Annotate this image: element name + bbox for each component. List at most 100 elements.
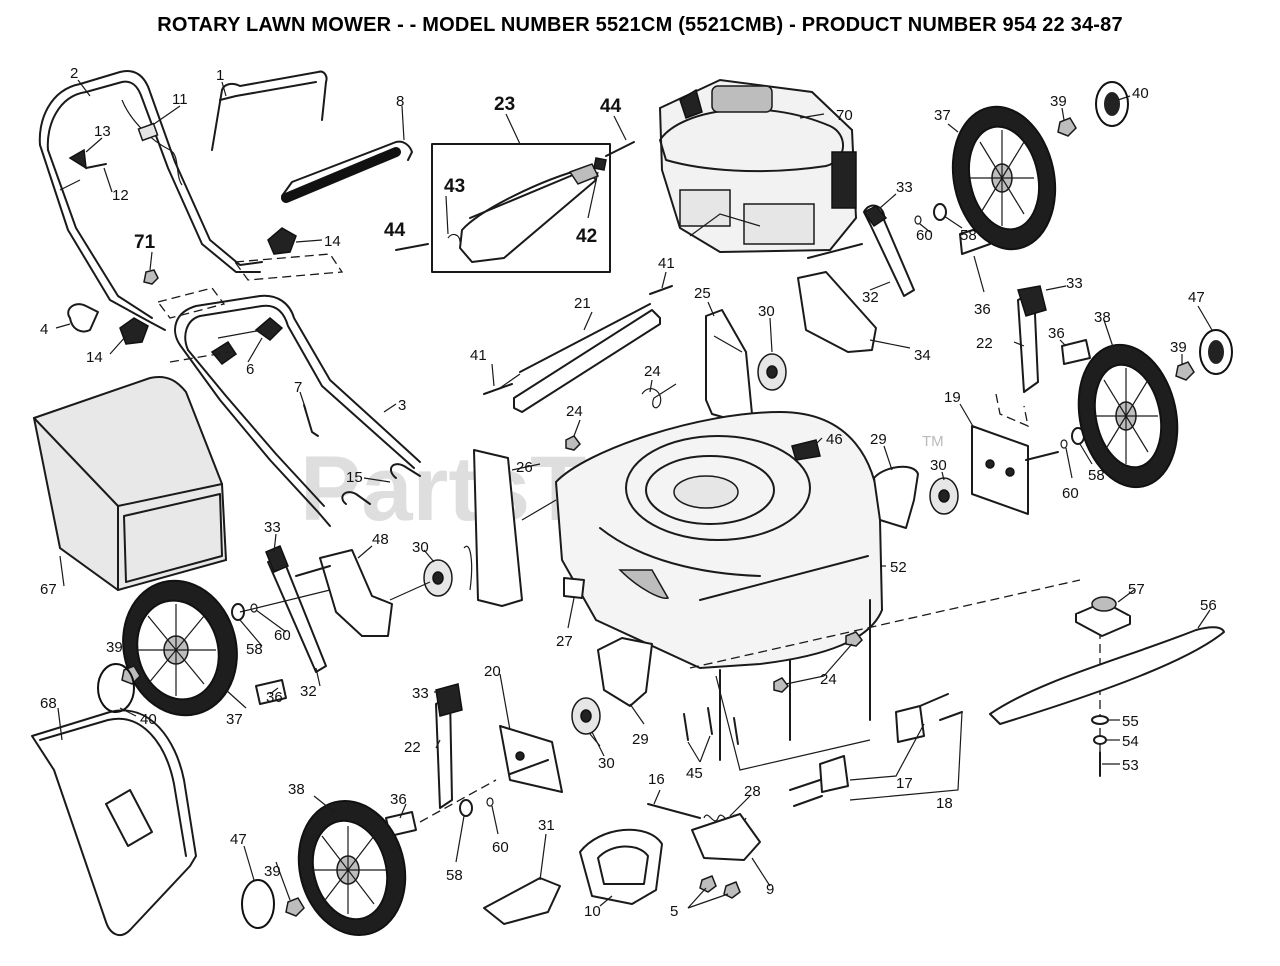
wheel-38-left[interactable]: [284, 789, 420, 947]
part-46[interactable]: [791, 439, 821, 461]
hubcap-47-left[interactable]: [241, 879, 275, 929]
bag-frame[interactable]: [31, 709, 197, 937]
knob-33-right[interactable]: [1017, 285, 1047, 317]
callout-30-front: 30: [598, 755, 615, 772]
callout-33-left: 33: [264, 519, 281, 536]
grass-bag[interactable]: [32, 376, 228, 592]
watermark-tm: TM: [922, 433, 944, 450]
wheel-37-top[interactable]: [940, 97, 1068, 259]
clip-15[interactable]: [389, 463, 421, 479]
callout-28: 28: [744, 783, 761, 800]
callout-19: 19: [944, 389, 961, 406]
callout-22-left: 22: [404, 739, 421, 756]
baffle-29-right[interactable]: [873, 465, 919, 529]
hubcap-40-top[interactable]: [1095, 81, 1129, 127]
bolt-36-right[interactable]: [1061, 339, 1091, 365]
knob-33-front[interactable]: [435, 683, 463, 717]
washer-60-front: [486, 797, 494, 807]
nut-24-mid[interactable]: [565, 435, 581, 451]
spring-24-top[interactable]: [641, 383, 677, 409]
upper-handle[interactable]: [38, 70, 263, 331]
bracket-9[interactable]: [691, 813, 761, 861]
nut-5b[interactable]: [723, 881, 741, 899]
baffle-29-left[interactable]: [597, 637, 653, 707]
nut-71[interactable]: [143, 269, 159, 285]
axle-bracket-48[interactable]: [319, 549, 393, 637]
cover-10[interactable]: [579, 828, 663, 905]
screw-41a[interactable]: [483, 383, 513, 395]
knob-14-upper[interactable]: [267, 227, 297, 255]
bracket-17-lower[interactable]: [819, 755, 849, 793]
callout-36-front: 36: [390, 791, 407, 808]
washer-58-top[interactable]: [933, 203, 947, 221]
screw-45c[interactable]: [733, 717, 739, 745]
hubcap-40-left[interactable]: [97, 663, 135, 713]
tube-8[interactable]: [281, 140, 413, 197]
engine[interactable]: [658, 78, 858, 254]
washer-54[interactable]: [1093, 735, 1107, 745]
callout-8: 8: [396, 93, 404, 110]
screw-12[interactable]: [85, 163, 107, 169]
callout-24-mid: 24: [566, 403, 583, 420]
washer-55[interactable]: [1091, 715, 1109, 725]
callout-55: 55: [1122, 713, 1139, 730]
callout-31: 31: [538, 817, 555, 834]
deflector-31[interactable]: [483, 877, 561, 925]
rear-door-rod[interactable]: [499, 303, 661, 413]
chute-group-box: [431, 143, 611, 273]
latch-4[interactable]: [67, 303, 99, 333]
height-adjuster-26[interactable]: [473, 449, 523, 607]
handle-knob-6[interactable]: [254, 317, 284, 341]
lever-33-top[interactable]: [863, 204, 915, 297]
axle-plate-20[interactable]: [499, 725, 563, 793]
pin-7[interactable]: [303, 404, 319, 437]
hubcap-47-right[interactable]: [1199, 329, 1233, 375]
nut-39-top[interactable]: [1057, 117, 1077, 137]
callout-32-right: 32: [862, 289, 879, 306]
screw-18a[interactable]: [919, 693, 949, 707]
callout-32-left: 32: [300, 683, 317, 700]
lever-32-left[interactable]: [267, 555, 327, 673]
knob-33-left[interactable]: [265, 545, 289, 573]
screw-44-left[interactable]: [395, 243, 429, 251]
plate-27[interactable]: [563, 577, 585, 599]
axle-bracket-34[interactable]: [797, 271, 877, 353]
knob-14-lower[interactable]: [119, 317, 149, 345]
bail-handle[interactable]: [211, 70, 328, 151]
washer-58-left[interactable]: [231, 603, 245, 621]
screw-44-top[interactable]: [605, 141, 635, 157]
callout-48: 48: [372, 531, 389, 548]
nut-24-lower[interactable]: [773, 677, 789, 693]
bolt-36-left[interactable]: [255, 679, 287, 705]
bolt-13[interactable]: [68, 148, 87, 170]
blade-56[interactable]: [989, 626, 1225, 725]
screw-18b[interactable]: [789, 779, 821, 791]
callout-53: 53: [1122, 757, 1139, 774]
nut-42[interactable]: [593, 157, 607, 171]
screw-41b[interactable]: [649, 285, 673, 295]
mower-deck[interactable]: [554, 410, 884, 771]
wheel-38-right[interactable]: [1066, 336, 1190, 497]
callout-60-front: 60: [492, 839, 509, 856]
control-cable[interactable]: [121, 99, 183, 186]
discharge-chute[interactable]: [459, 167, 597, 263]
rod-16[interactable]: [647, 803, 701, 819]
callout-3: 3: [398, 397, 406, 414]
screw-45b[interactable]: [707, 707, 713, 735]
lower-handle[interactable]: [174, 294, 421, 527]
washer-58-front[interactable]: [459, 799, 473, 817]
nut-24-right[interactable]: [845, 631, 863, 647]
nut-39-right[interactable]: [1175, 361, 1195, 381]
nut-5a[interactable]: [699, 875, 717, 893]
spring-43[interactable]: [447, 233, 461, 243]
bracket-25[interactable]: [705, 309, 753, 423]
callout-10: 10: [584, 903, 601, 920]
wheel-37-left[interactable]: [108, 568, 251, 728]
nut-39-front[interactable]: [285, 897, 305, 917]
cable-clip[interactable]: [137, 122, 159, 142]
callout-58-front: 58: [446, 867, 463, 884]
screw-45a[interactable]: [683, 713, 689, 741]
bracket-17-upper[interactable]: [895, 705, 925, 743]
axle-plate-19[interactable]: [971, 425, 1029, 515]
blade-adapter-57[interactable]: [1075, 596, 1131, 637]
